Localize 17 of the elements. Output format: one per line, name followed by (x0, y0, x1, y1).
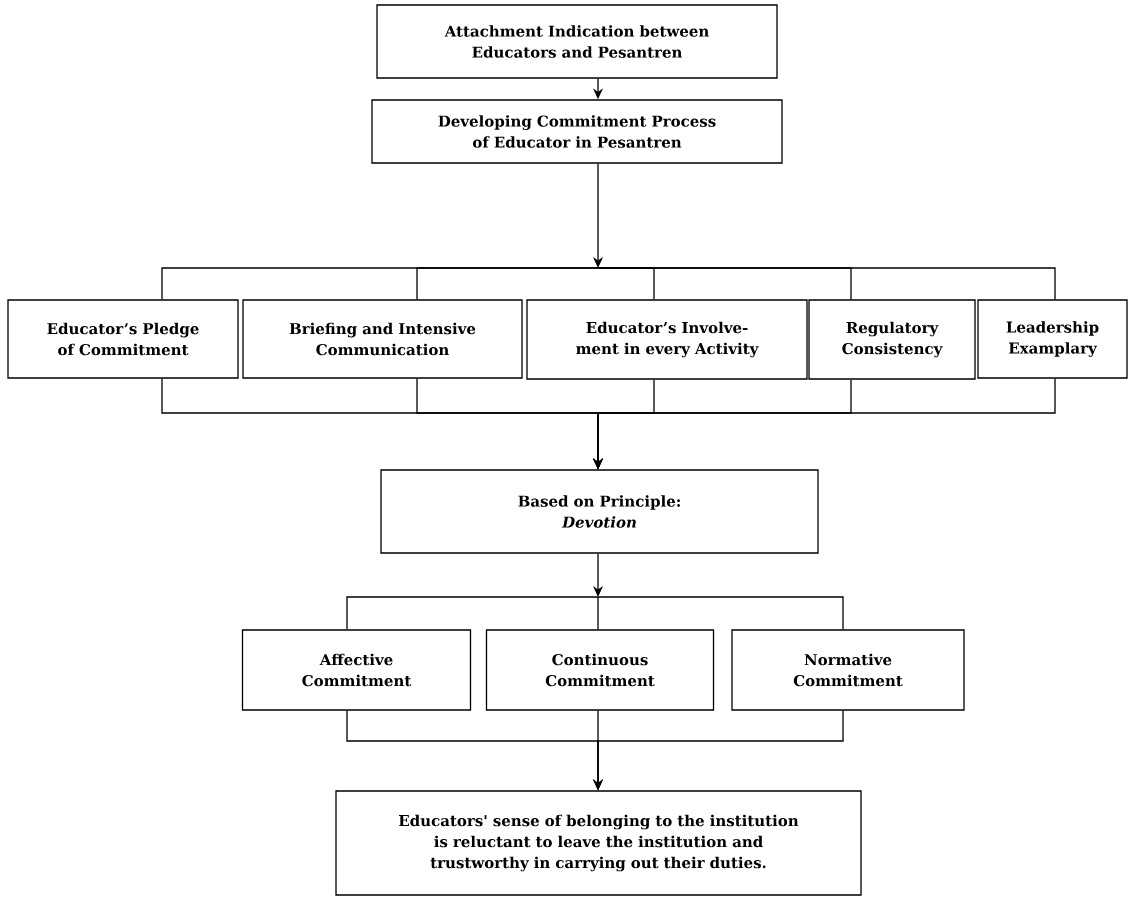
process-box: Educator’s Involve-ment in every Activity (526, 299, 808, 380)
process-box: Continuous Commitment (485, 629, 715, 711)
process-box: Affective Commitment (241, 629, 472, 711)
process-box: Attachment Indication between Educators and Pesantren (376, 4, 778, 79)
process-box: Developing Commitment Process of Educator in Pesantren (371, 99, 783, 164)
process-box: Educators' sense of belonging to the institution is reluctant to leave the institution and trustworthy in carrying out their duties. (335, 790, 862, 896)
connector-line (597, 267, 1056, 300)
connector-line (597, 596, 844, 630)
connector-line (416, 267, 599, 300)
connector-line (346, 596, 599, 630)
process-box: Leadership Examplary (977, 299, 1128, 379)
process-box: Based on Principle: Devotion (380, 469, 819, 554)
process-box: Briefing and Intensive Communication (242, 299, 523, 379)
process-box: Regulatory Consistency (808, 299, 976, 380)
connector-line (597, 596, 599, 630)
process-box: Normative Commitment (731, 629, 965, 711)
process-box: Educator’s Pledge of Commitment (7, 299, 239, 379)
